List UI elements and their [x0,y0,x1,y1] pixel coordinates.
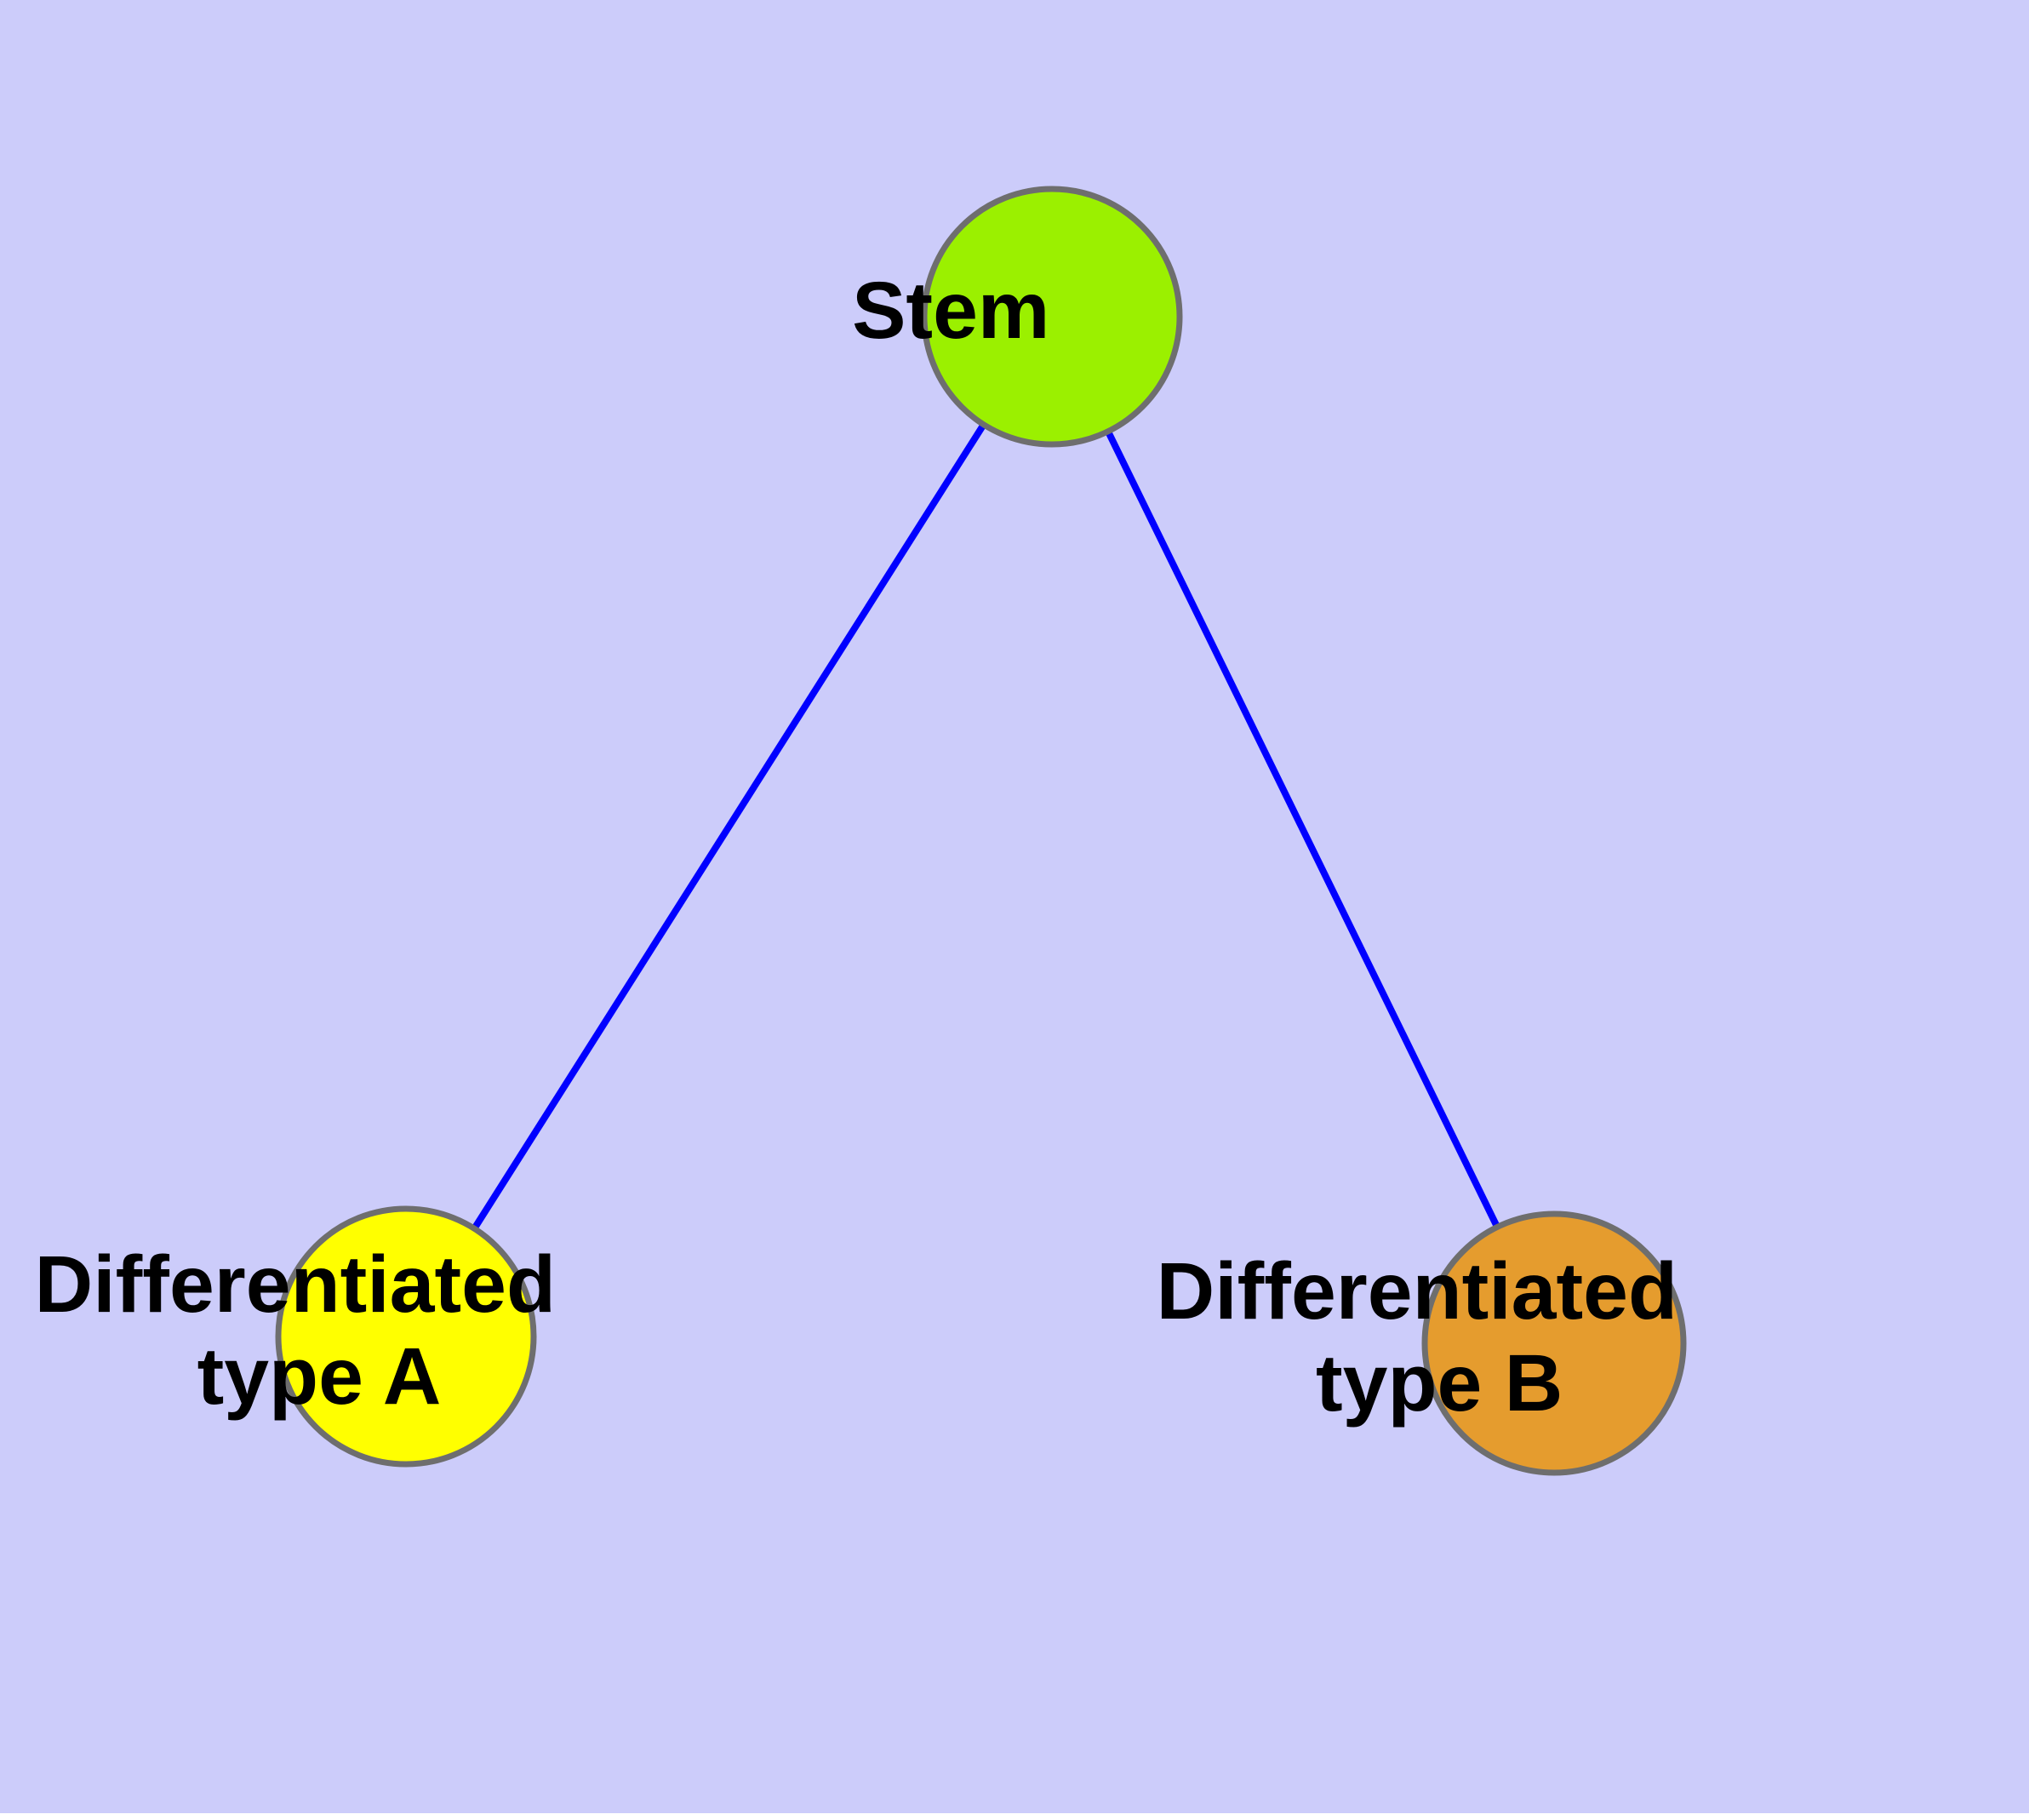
node-differentiated-type-b[interactable] [1421,1210,1687,1476]
node-label-differentiated-type-b-line-1: Differentiated [1157,1246,1677,1336]
node-label-differentiated-type-a: Differentiated type A [35,1239,803,1422]
node-label-stem-line-1: Stem [852,266,1049,356]
node-circle-stem[interactable] [921,186,1183,448]
node-layer [275,186,1687,1476]
node-label-differentiated-type-a-line-1: Differentiated [35,1239,556,1330]
node-label-differentiated-type-a-line-2: type A [197,1331,440,1422]
edge-stem-to-differentiated-type-b[interactable] [1049,315,1557,1345]
edge-layer [403,314,1557,1345]
node-stem[interactable] [921,186,1183,448]
node-circle-differentiated-type-a[interactable] [275,1205,537,1468]
node-label-differentiated-type-b-line-2: type B [1316,1338,1563,1428]
node-differentiated-type-a[interactable] [275,1205,537,1468]
node-label-differentiated-type-b: Differentiated type B [1157,1246,1925,1428]
node-label-stem: Stem [852,266,1252,356]
edge-stem-to-differentiated-type-a[interactable] [403,314,1055,1339]
label-layer: Stem Differentiated type A Differentiate… [35,266,1925,1428]
node-circle-differentiated-type-b[interactable] [1421,1210,1687,1476]
